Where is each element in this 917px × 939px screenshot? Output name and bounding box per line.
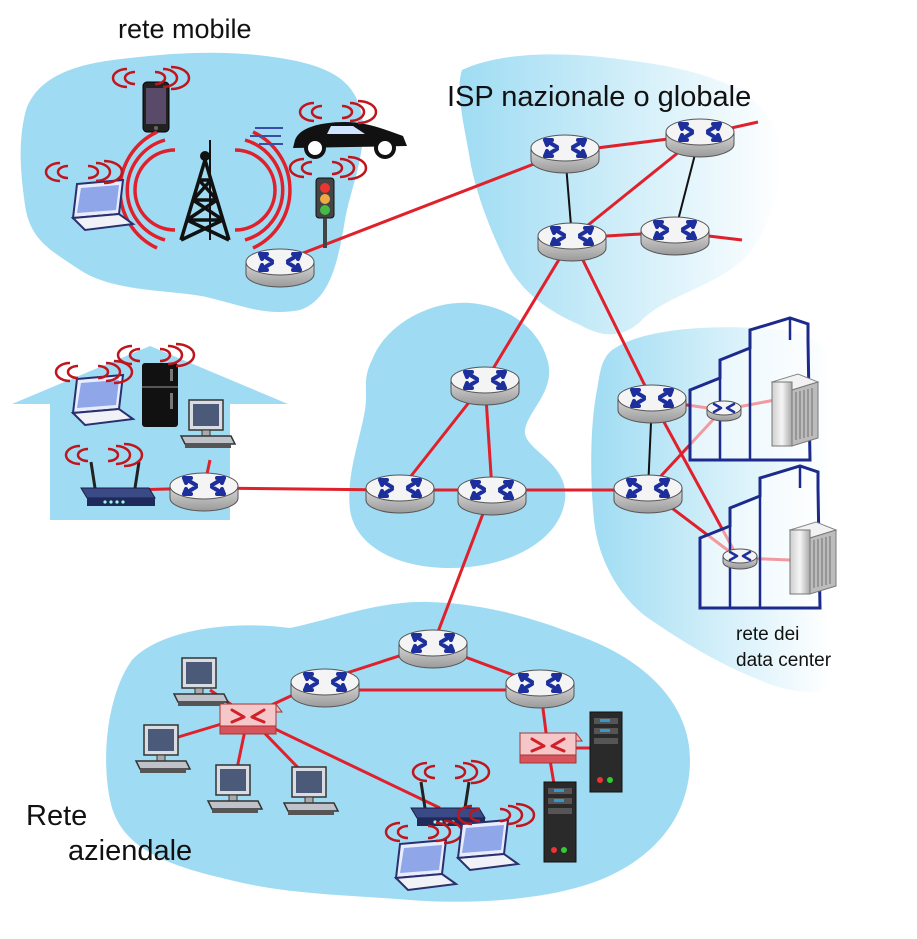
- enterprise-label-line1: Rete: [26, 800, 88, 832]
- datacenter-label-line1: rete dei: [736, 624, 800, 645]
- smartphone-icon: [142, 81, 170, 133]
- router-icon: [449, 365, 521, 407]
- router-icon: [456, 475, 528, 517]
- core-region: [349, 302, 566, 568]
- switch-icon: [218, 702, 284, 736]
- router-icon: [289, 667, 361, 709]
- router-icon: [664, 117, 736, 159]
- router-icon: [721, 547, 759, 571]
- switch-icon: [518, 731, 584, 765]
- mobile-network-label: rete mobile: [118, 14, 252, 44]
- car-icon: [250, 122, 407, 159]
- enterprise-label-line2: aziendale: [68, 835, 193, 867]
- server-icon: [589, 711, 623, 793]
- server-icon: [771, 373, 819, 447]
- mobile-network-region: [20, 52, 364, 313]
- router-icon: [612, 473, 684, 515]
- router-icon: [639, 215, 711, 257]
- router-icon: [616, 383, 688, 425]
- router-icon: [529, 133, 601, 175]
- traffic-light-icon: [315, 177, 335, 248]
- server-icon: [543, 781, 577, 863]
- isp-label: ISP nazionale o globale: [447, 81, 752, 113]
- router-icon: [168, 471, 240, 513]
- fridge-icon: [142, 363, 178, 427]
- server-icon: [789, 521, 837, 595]
- router-icon: [705, 399, 743, 423]
- router-icon: [244, 247, 316, 289]
- router-icon: [504, 668, 576, 710]
- router-icon: [536, 221, 608, 263]
- router-icon: [397, 628, 469, 670]
- datacenter-label-line2: data center: [736, 650, 832, 671]
- router-icon: [364, 473, 436, 515]
